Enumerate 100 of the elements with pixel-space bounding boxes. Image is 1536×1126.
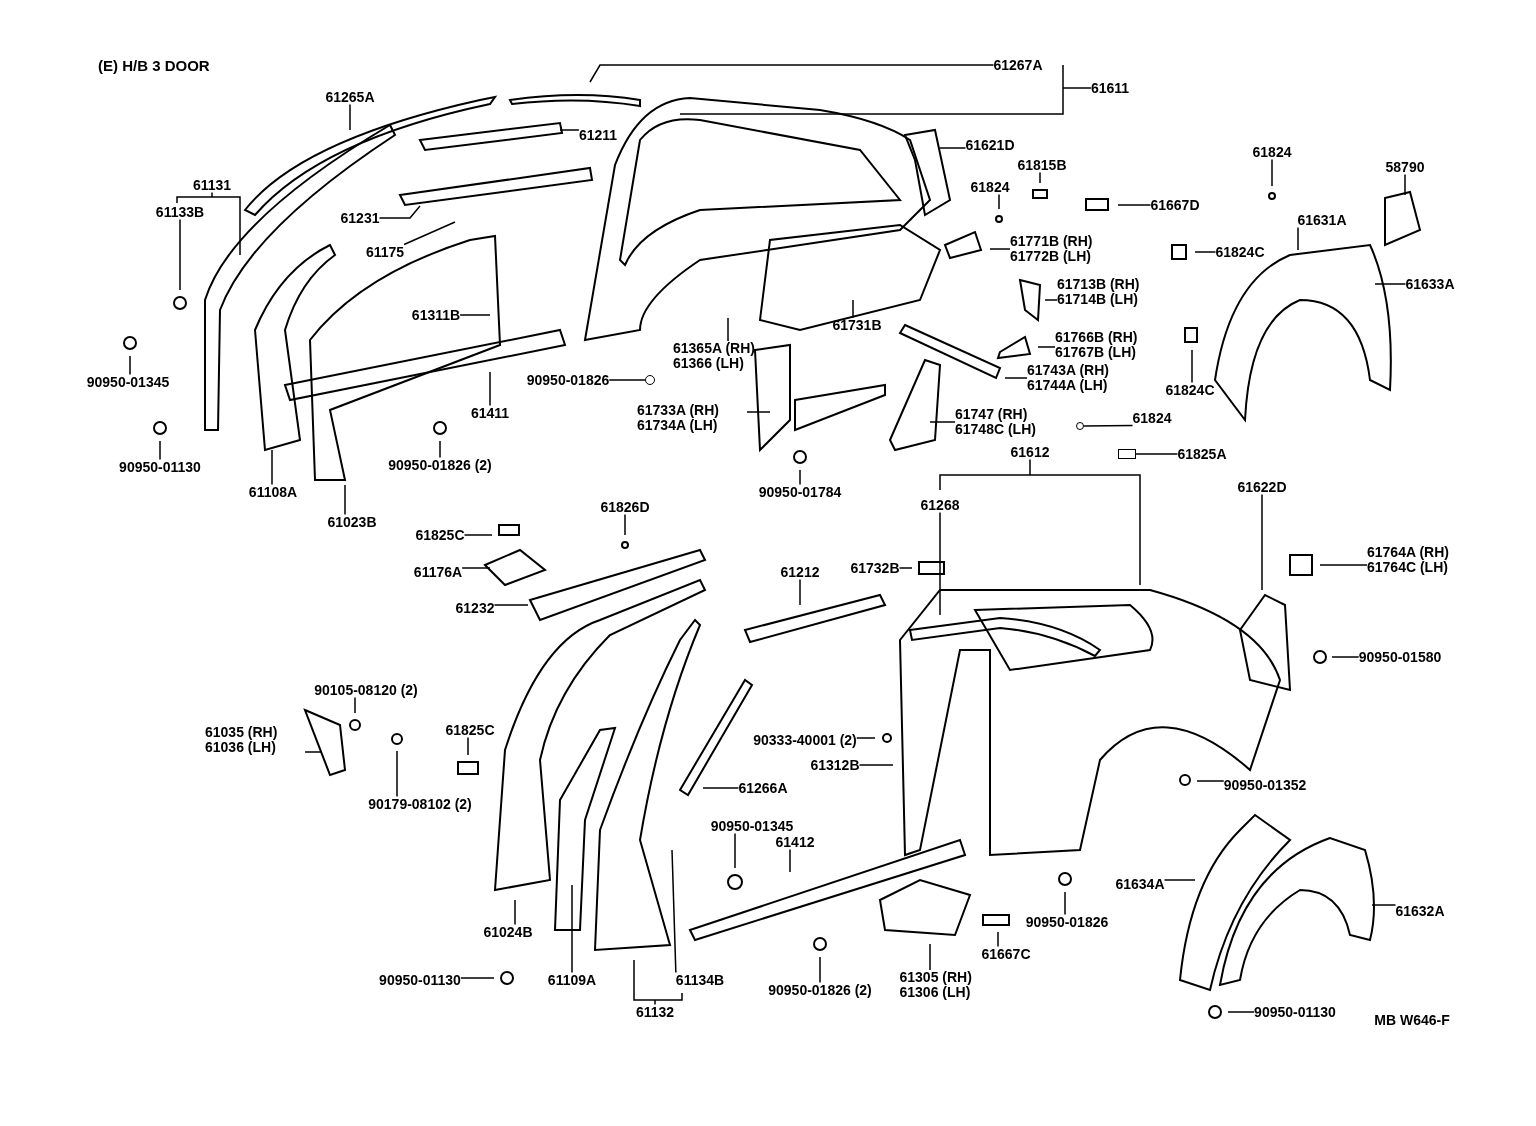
part-number: 90950-01826 (1025, 914, 1109, 930)
leader-line (344, 484, 346, 516)
leader-line (789, 848, 791, 873)
part-number: 61632A (1395, 903, 1445, 919)
part-number: 61824 (1132, 410, 1172, 426)
figure-code: MB W646-F (1374, 1012, 1450, 1028)
leader-line (1037, 346, 1056, 348)
part-number: 90950-01352 (1223, 777, 1307, 793)
leader-line (571, 884, 573, 974)
leader-line (129, 355, 131, 376)
part-number: 61743A (RH) 61744A (LH) (1027, 363, 1137, 393)
part-number: 61411 (470, 405, 510, 421)
leader-line (746, 411, 771, 413)
part-number: 61265A (325, 89, 375, 105)
leader-line (304, 751, 323, 753)
part-number: 90950-01826 (526, 372, 610, 388)
leader-line (459, 314, 491, 316)
part-number: 61109A (547, 972, 597, 988)
leader-line (589, 64, 995, 83)
part-number: 90950-01784 (758, 484, 842, 500)
leader-line (349, 103, 351, 131)
part-number: 61232 (455, 600, 495, 616)
part-number: 61815B (1017, 157, 1067, 173)
part-number: 61175 (365, 244, 405, 260)
leader-line (858, 764, 894, 766)
leader-line (702, 787, 740, 789)
leader-line (1374, 283, 1407, 285)
part-number: 90950-01130 (119, 459, 201, 475)
part-number: 61267A (993, 57, 1043, 73)
leader-line (1297, 226, 1299, 251)
part-number: 61311B (411, 307, 461, 323)
leader-line (1331, 656, 1360, 658)
part-number: 61766B (RH) 61767B (LH) (1055, 330, 1165, 360)
leader-line (179, 218, 181, 291)
leader-line (671, 849, 677, 974)
part-number: 61634A (1115, 876, 1165, 892)
part-number: 61023B (327, 514, 377, 530)
part-number: 90333-40001 (2) (753, 732, 857, 748)
leader-line (727, 317, 729, 342)
part-number: 61176A (413, 564, 463, 580)
leader-line (514, 899, 516, 926)
part-number: 61132 (635, 1004, 675, 1020)
part-number: 90950-01345 (86, 374, 170, 390)
leader-line (1135, 453, 1179, 455)
part-number: 61633A (1405, 276, 1455, 292)
part-number: 61312B (810, 757, 860, 773)
part-number: 61824 (1252, 144, 1292, 160)
leader-line (1227, 1011, 1255, 1013)
pad-drawing (1118, 449, 1136, 459)
leader-line (852, 299, 854, 319)
part-number: 61035 (RH) 61036 (LH) (205, 725, 305, 755)
part-number: 61622D (1237, 479, 1287, 495)
leader-line (396, 750, 398, 798)
part-number: 61667D (1150, 197, 1200, 213)
leader-line (1371, 904, 1397, 906)
leader-line (1271, 158, 1273, 187)
part-number: 61825C (415, 527, 465, 543)
leader-line (624, 513, 626, 536)
leader-line (378, 205, 421, 219)
leader-line (439, 440, 441, 459)
part-number: 61824C (1215, 244, 1265, 260)
leader-line (1163, 879, 1196, 881)
part-number: 61412 (775, 834, 815, 850)
part-number: 61713B (RH) 61714B (LH) (1057, 277, 1167, 307)
part-number: 90950-01580 (1358, 649, 1442, 665)
leader-line (159, 440, 161, 461)
part-number: 61365A (RH) 61366 (LH) (673, 341, 783, 371)
part-number: 61621D (965, 137, 1015, 153)
part-number: 90950-01130 (379, 972, 461, 988)
leader-line (403, 221, 456, 246)
part-number: 90179-08102 (2) (368, 796, 472, 812)
leader-line (1039, 171, 1041, 184)
part-number: 61733A (RH) 61734A (LH) (637, 403, 747, 433)
part-number: 61131 (192, 177, 232, 193)
leader-line (493, 604, 529, 606)
part-number: 58790 (1385, 159, 1425, 175)
diagram-title: (E) H/B 3 DOOR (98, 57, 210, 74)
leader-line (998, 193, 1000, 210)
leader-line (463, 534, 493, 536)
part-number: 61631A (1297, 212, 1347, 228)
leader-line (1261, 493, 1263, 591)
part-number: 61731B (832, 317, 882, 333)
part-number: 61133B (155, 204, 205, 220)
leader-line (1404, 173, 1406, 196)
part-number: 61212 (780, 564, 820, 580)
leader-line (460, 977, 495, 979)
part-number: 61824 (970, 179, 1010, 195)
part-number: 61266A (738, 780, 788, 796)
part-number: 90105-08120 (2) (314, 682, 418, 698)
part-number: 61824C (1165, 382, 1215, 398)
leader-line (176, 191, 241, 256)
leader-line (559, 129, 580, 131)
part-number: 61732B (850, 560, 900, 576)
leader-line (939, 147, 967, 149)
leader-line (461, 567, 491, 569)
leader-line (354, 696, 356, 714)
leader-line (819, 956, 821, 984)
leader-line (1319, 564, 1368, 566)
leader-line (467, 736, 469, 756)
leader-line (633, 959, 683, 1006)
